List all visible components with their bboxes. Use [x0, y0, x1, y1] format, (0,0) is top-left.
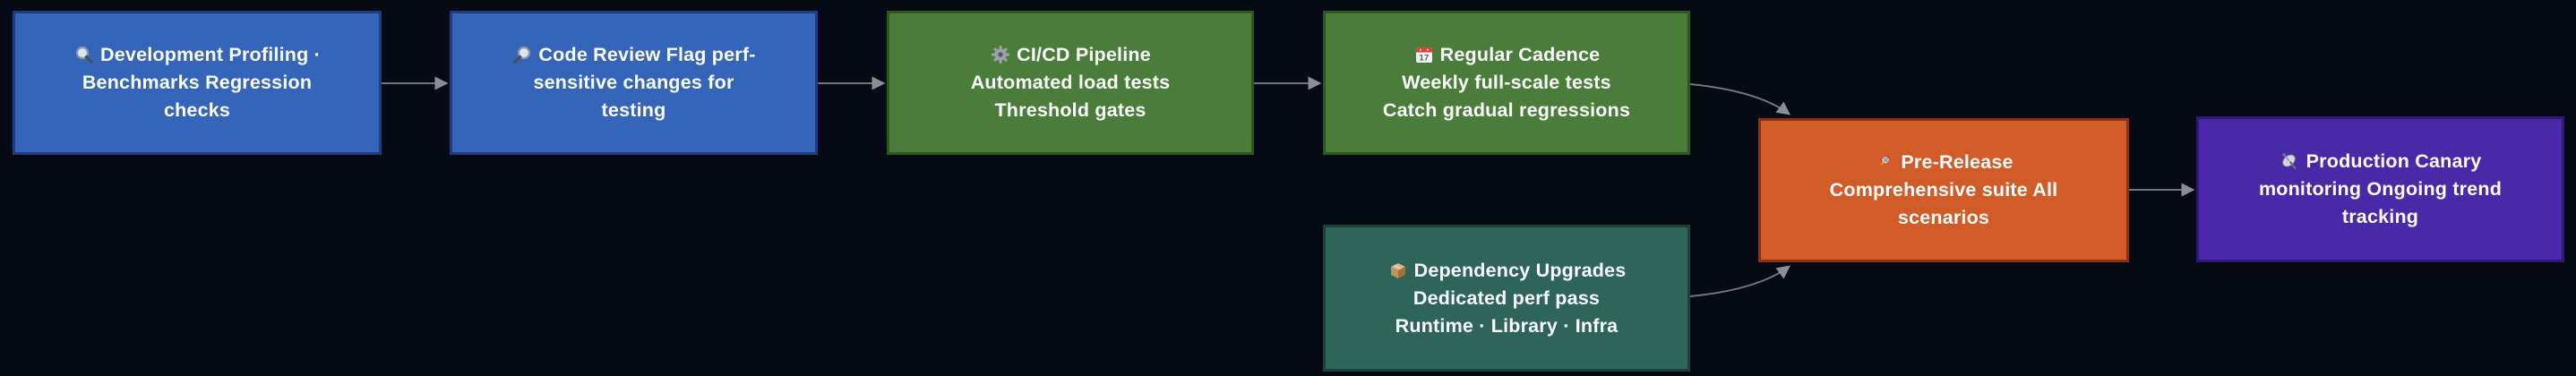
node-label: Pre-Release Comprehensive suite All scen…	[1817, 149, 2071, 232]
node-label-text: CI/CD Pipeline Automated load tests Thre…	[970, 44, 1171, 121]
node-pre-release: Pre-Release Comprehensive suite All scen…	[1758, 118, 2129, 262]
node-label: Development Profiling · Benchmarks Regre…	[61, 41, 333, 124]
node-label: Code Review Flag perf- sensitive changes…	[499, 41, 768, 124]
edge-dependency-to-prerelease	[1689, 265, 1791, 297]
rocket-icon	[1874, 151, 1895, 173]
node-production-canary: Production Canary monitoring Ongoing tre…	[2196, 116, 2564, 262]
node-label-text: Production Canary monitoring Ongoing tre…	[2258, 150, 2503, 227]
node-cicd-pipeline: CI/CD Pipeline Automated load tests Thre…	[887, 11, 1254, 155]
node-label-text: Pre-Release Comprehensive suite All scen…	[1829, 151, 2058, 228]
node-code-review: Code Review Flag perf- sensitive changes…	[450, 11, 818, 155]
calendar-icon: 17	[1413, 44, 1435, 65]
magnifier-left-icon	[73, 44, 95, 65]
node-regular-cadence: 17 Regular Cadence Weekly full-scale tes…	[1323, 11, 1690, 155]
node-development-profiling: Development Profiling · Benchmarks Regre…	[13, 11, 382, 155]
node-label: Dependency Upgrades Dedicated perf pass …	[1375, 257, 1639, 340]
node-label: 17 Regular Cadence Weekly full-scale tes…	[1370, 41, 1643, 124]
gear-icon	[990, 44, 1011, 65]
node-label-text: Regular Cadence Weekly full-scale tests …	[1382, 44, 1631, 121]
svg-text:17: 17	[1419, 53, 1429, 63]
node-label: Production Canary monitoring Ongoing tre…	[2246, 148, 2514, 231]
package-icon	[1387, 260, 1409, 281]
node-label-text: Development Profiling · Benchmarks Regre…	[82, 44, 321, 121]
satellite-antenna-icon	[2280, 150, 2301, 172]
node-label-text: Dependency Upgrades Dedicated perf pass …	[1395, 259, 1627, 337]
edge-cadence-to-prerelease	[1689, 83, 1791, 115]
node-label-text: Code Review Flag perf- sensitive changes…	[533, 44, 756, 121]
node-label: CI/CD Pipeline Automated load tests Thre…	[958, 41, 1183, 124]
magnifier-right-icon	[511, 44, 533, 65]
node-dependency-upgrades: Dependency Upgrades Dedicated perf pass …	[1323, 225, 1690, 372]
